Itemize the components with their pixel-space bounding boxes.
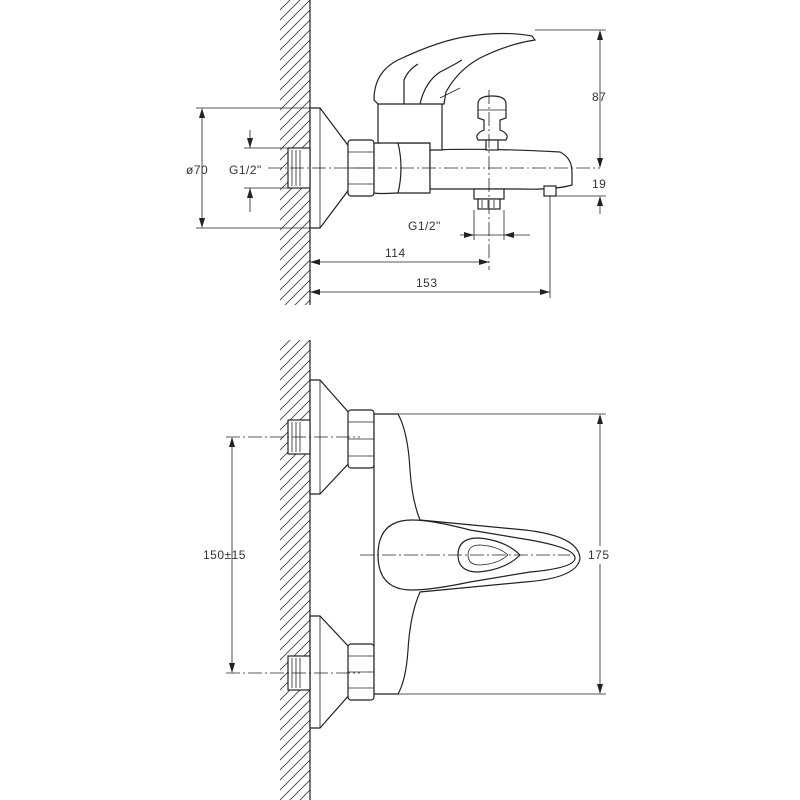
- dim-diameter-70: ø70: [186, 163, 208, 177]
- dim-centers: 150±15: [203, 548, 246, 562]
- wall-hatch-bottom: [280, 340, 310, 800]
- cartridge-housing: [377, 99, 443, 151]
- diverter-knob: [476, 95, 508, 141]
- side-view: ø70 G1/2" 87 19 G1/2" 114: [186, 0, 606, 305]
- dim-height-87: 87: [592, 90, 606, 104]
- spout-side: [429, 148, 573, 190]
- dim-width-175: 175: [588, 548, 610, 562]
- lever-handle-side: [373, 32, 537, 105]
- dim-thread-outlet: G1/2": [408, 219, 441, 233]
- dim-offset-19: 19: [592, 177, 606, 191]
- dim-length-114: 114: [385, 246, 406, 260]
- wall-flange-top-lower: [309, 615, 351, 729]
- top-view: 150±15 175: [203, 340, 610, 800]
- dim-thread-inlet: G1/2": [229, 163, 262, 177]
- dim-length-153: 153: [416, 276, 438, 290]
